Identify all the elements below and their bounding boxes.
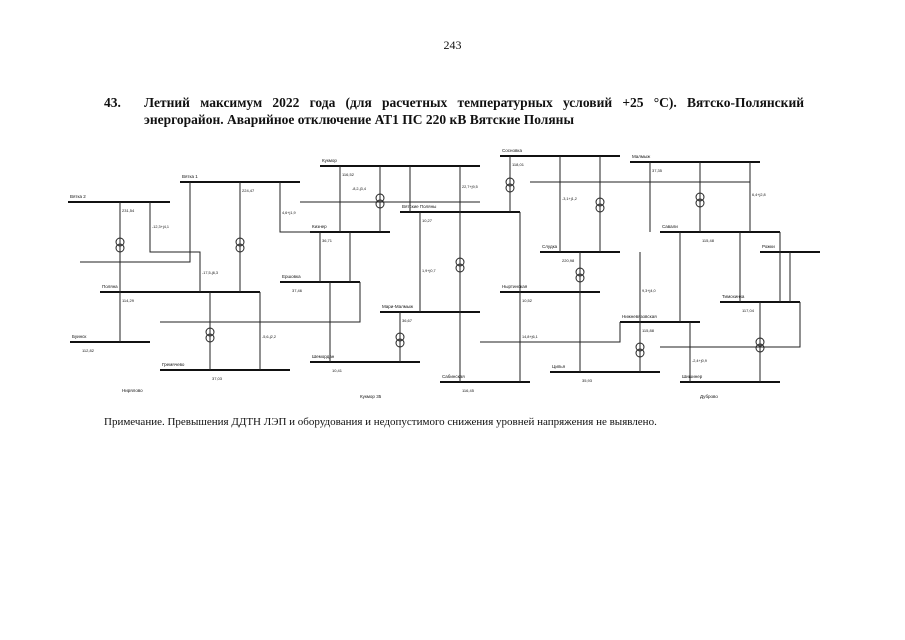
diagram-value: 37,46 xyxy=(292,288,303,293)
diagram-label: Сосновка xyxy=(502,148,522,153)
diagram-label: Ныртинская xyxy=(502,284,528,289)
diagram-label: Кукмор xyxy=(322,158,337,163)
diagram-value: -3,1+j1,2 xyxy=(562,197,577,201)
diagram-label: Гремячево xyxy=(162,362,185,367)
diagram-value: 224,47 xyxy=(242,188,255,193)
diagram-label: Дуброво xyxy=(700,394,718,399)
diagram-value: -8,2-j3,4 xyxy=(352,187,366,191)
diagram-value: 115,48 xyxy=(702,238,715,243)
diagram-label: Сабинская xyxy=(442,374,465,379)
diagram-value: -2,4+j0,9 xyxy=(692,359,707,363)
diagram-value: 36,67 xyxy=(402,318,413,323)
diagram-value: 14,8+j6,1 xyxy=(522,335,538,339)
diagram-label: Тимохинка xyxy=(722,294,745,299)
diagram-value: 10,27 xyxy=(422,218,433,223)
diagram-value: 118,01 xyxy=(512,162,525,167)
diagram-value: 4,6+j1,9 xyxy=(282,211,296,215)
diagram-label: Вятка 2 xyxy=(70,194,86,199)
diagram-value: 220,98 xyxy=(562,258,575,263)
diagram-value: 37,03 xyxy=(212,376,223,381)
power-network-diagram: Вятка 2 Вятка 1 Кукмор Сосновка Малмыж К… xyxy=(68,148,820,399)
diagram-label: Мари-Малмыж xyxy=(382,304,413,309)
diagram-value: 10,52 xyxy=(522,298,533,303)
diagram-value: 35,93 xyxy=(582,378,593,383)
transmission-lines xyxy=(80,156,801,382)
diagram-value: 115,88 xyxy=(642,328,655,333)
diagram-label: Кизнер xyxy=(312,224,327,229)
bus-voltage-values: 231,54 224,47 116,52 118,01 37,35 36,71 … xyxy=(82,162,755,393)
transformer-symbols xyxy=(115,177,765,358)
diagram-value: 9,3+j4,0 xyxy=(642,289,656,293)
diagram-label: Нижневязовская xyxy=(622,314,657,319)
diagram-label: Савали xyxy=(662,224,678,229)
heading-item-number: 43. xyxy=(104,95,121,110)
diagram-label: Ершовка xyxy=(282,274,301,279)
diagram-label: Поляна xyxy=(102,284,118,289)
diagram-value: 117,04 xyxy=(742,308,755,313)
diagram-value: 36,71 xyxy=(322,238,333,243)
diagram-value: 1,9+j0,7 xyxy=(422,269,436,273)
diagram-value: 10,41 xyxy=(332,368,343,373)
diagram-value: 114,29 xyxy=(122,298,135,303)
diagram-label: Шишинер xyxy=(682,374,703,379)
busbars xyxy=(68,155,820,383)
diagram-value: 231,54 xyxy=(122,208,135,213)
diagram-value: -5,6-j2,2 xyxy=(262,335,276,339)
diagram-label: Ципья xyxy=(552,364,566,369)
diagram-value: 6,4+j2,8 xyxy=(752,193,766,197)
diagram-label: Буинск xyxy=(72,334,86,339)
substation-labels: Вятка 2 Вятка 1 Кукмор Сосновка Малмыж К… xyxy=(70,148,775,399)
diagram-value: 116,45 xyxy=(462,388,475,393)
diagram-label: Слудка xyxy=(542,244,558,249)
diagram-value: 37,35 xyxy=(652,168,663,173)
note-text: Примечание. Превышения ДДТН ЛЭП и оборуд… xyxy=(104,416,657,428)
power-flow-values: -12,3+j4,1 4,6+j1,9 -8,2-j3,4 22,7+j9,5 … xyxy=(152,185,766,363)
page-number: 243 xyxy=(443,38,462,52)
diagram-value: 22,7+j9,5 xyxy=(462,185,478,189)
diagram-value: 112,82 xyxy=(82,348,95,353)
diagram-label: Малмыж xyxy=(632,154,650,159)
diagram-label: Нирялово xyxy=(122,388,143,393)
diagram-label: Рожки xyxy=(762,244,775,249)
diagram-label: Вятка 1 xyxy=(182,174,198,179)
diagram-value: -12,3+j4,1 xyxy=(152,225,169,229)
heading-title: Летний максимум 2022 года (для расчетных… xyxy=(144,95,804,127)
diagram-value: -17,5-j6,3 xyxy=(202,271,218,275)
diagram-label: Вятские Поляны xyxy=(402,204,436,209)
diagram-value: 116,52 xyxy=(342,172,355,177)
diagram-label: Кукмор 35 xyxy=(360,394,382,399)
diagram-label: Шемордан xyxy=(312,354,335,359)
